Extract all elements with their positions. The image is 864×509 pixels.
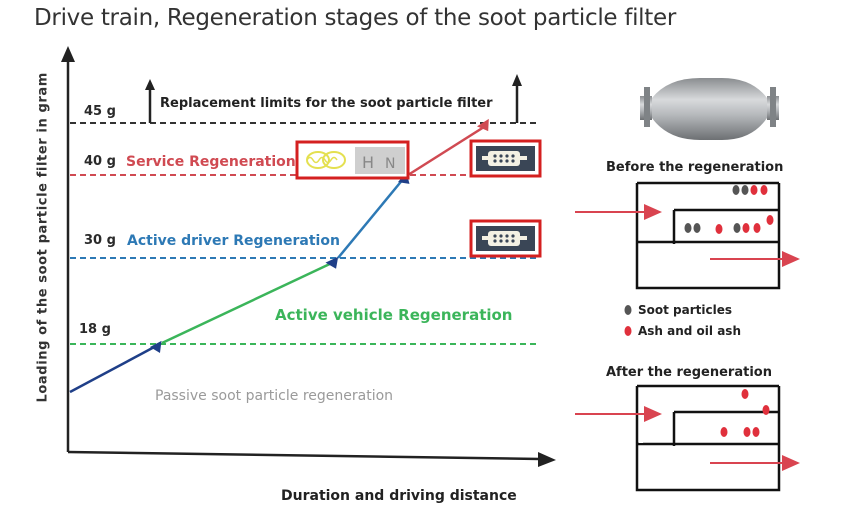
legend-ash-dot xyxy=(624,326,632,336)
active-vehicle-regeneration-label: Active vehicle Regeneration xyxy=(275,306,513,324)
replacement-arrowhead-left xyxy=(145,79,155,90)
curve-passive xyxy=(69,343,159,394)
replacement-label: Replacement limits for the soot particle… xyxy=(160,96,493,111)
level-label-40: 40 g xyxy=(84,154,116,169)
legend-soot-dot xyxy=(624,305,632,315)
dpf-lamp-icon-40 xyxy=(488,151,520,166)
svg-text:N: N xyxy=(385,156,395,172)
after-regeneration-label: After the regeneration xyxy=(606,365,772,380)
motor-symbol-icon xyxy=(355,147,405,174)
svg-text:H: H xyxy=(362,153,374,172)
before-regeneration-label: Before the regeneration xyxy=(606,160,784,175)
page-title: Drive train, Regeneration stages of the … xyxy=(34,5,676,31)
after-filter-diagram xyxy=(635,384,781,492)
x-axis-arrowhead xyxy=(538,452,556,467)
dpf-lamp-icon-30 xyxy=(488,231,520,246)
curve-active-vehicle-head xyxy=(325,256,339,269)
filter-cartridge-icon xyxy=(640,78,779,140)
curve-passive-head xyxy=(149,340,162,354)
before-soot-particles xyxy=(684,185,749,233)
replacement-arrowhead-right xyxy=(512,74,522,86)
active-driver-regeneration-label: Active driver Regeneration xyxy=(127,233,340,249)
after-ash-particles xyxy=(720,389,770,437)
y-axis-arrowhead xyxy=(61,46,75,62)
level-label-30: 30 g xyxy=(84,233,116,248)
glow-plug-symbol-icon xyxy=(306,151,346,169)
curve-service xyxy=(407,125,485,177)
before-filter-diagram xyxy=(635,181,781,290)
legend-soot-label: Soot particles xyxy=(638,303,733,317)
y-axis-label: Loading of the soot particle filter in g… xyxy=(35,72,51,403)
x-axis-label: Duration and driving distance xyxy=(281,488,517,504)
passive-regeneration-label: Passive soot particle regeneration xyxy=(155,388,394,404)
legend-ash-label: Ash and oil ash xyxy=(638,324,741,338)
level-label-45: 45 g xyxy=(84,104,116,119)
before-ash-particles xyxy=(715,185,774,234)
level-label-18: 18 g xyxy=(79,322,111,337)
curve-active-vehicle xyxy=(161,260,335,345)
x-axis xyxy=(67,450,541,461)
service-regeneration-label: Service Regeneration xyxy=(126,154,296,170)
curve-service-head xyxy=(476,118,489,132)
curve-active-driver xyxy=(337,177,405,259)
